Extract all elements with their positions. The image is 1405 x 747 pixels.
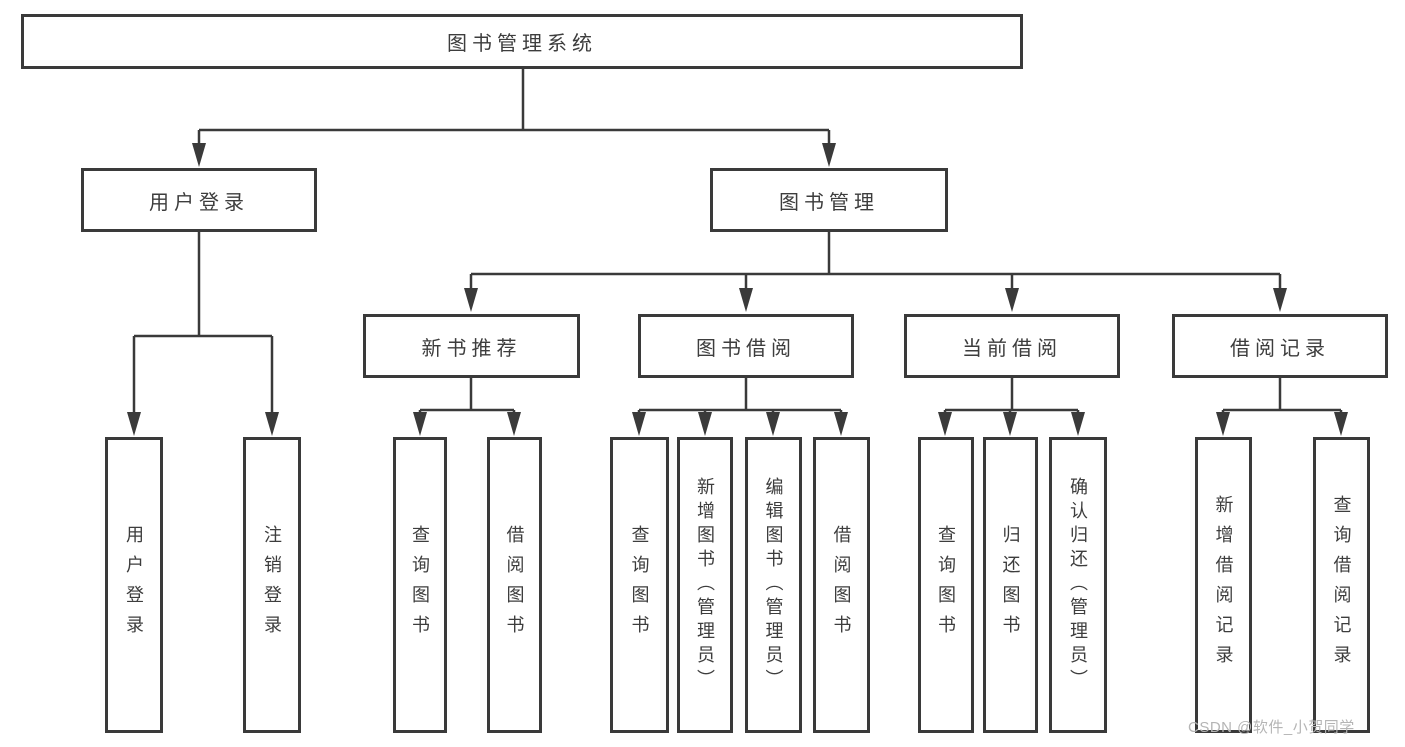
node-current-borrowing: 当前借阅: [904, 314, 1120, 378]
leaf-user-login-label: 用户登录: [124, 525, 144, 645]
leaf-borrowing-add-books-admin-label: 新增图书（管理员）: [695, 477, 715, 693]
leaf-current-query-books: 查询图书: [918, 437, 974, 733]
node-user-login: 用户登录: [81, 168, 317, 232]
leaf-records-add-record: 新增借阅记录: [1195, 437, 1252, 733]
node-library-system: 图书管理系统: [21, 14, 1023, 69]
node-user-login-label: 用户登录: [149, 191, 249, 214]
leaf-newbooks-query-books-label: 查询图书: [410, 525, 430, 645]
leaf-user-login: 用户登录: [105, 437, 163, 733]
leaf-current-confirm-return-admin: 确认归还（管理员）: [1049, 437, 1107, 733]
leaf-current-return-books: 归还图书: [983, 437, 1038, 733]
node-book-borrowing: 图书借阅: [638, 314, 854, 378]
leaf-current-query-books-label: 查询图书: [936, 525, 956, 645]
leaf-borrowing-query-books-label: 查询图书: [629, 525, 650, 645]
arrowheads: [127, 143, 1348, 436]
leaf-records-query-record: 查询借阅记录: [1313, 437, 1370, 733]
node-book-management-label: 图书管理: [779, 191, 879, 214]
node-book-management: 图书管理: [710, 168, 948, 232]
leaf-newbooks-query-books: 查询图书: [393, 437, 447, 733]
node-book-borrowing-label: 图书借阅: [696, 337, 796, 360]
leaf-logout: 注销登录: [243, 437, 301, 733]
leaf-current-return-books-label: 归还图书: [1000, 525, 1021, 645]
leaf-borrowing-query-books: 查询图书: [610, 437, 669, 733]
leaf-records-add-record-label: 新增借阅记录: [1213, 495, 1234, 675]
connector-paths: [132, 69, 1343, 420]
leaf-borrowing-edit-books-admin: 编辑图书（管理员）: [745, 437, 802, 733]
leaf-newbooks-borrow-books: 借阅图书: [487, 437, 542, 733]
node-library-system-label: 图书管理系统: [447, 33, 597, 55]
leaf-logout-label: 注销登录: [262, 525, 282, 645]
node-borrowing-records: 借阅记录: [1172, 314, 1388, 378]
node-new-book-recommendation-label: 新书推荐: [421, 337, 522, 360]
leaf-borrowing-edit-books-admin-label: 编辑图书（管理员）: [763, 477, 784, 693]
leaf-borrowing-add-books-admin: 新增图书（管理员）: [677, 437, 733, 733]
node-current-borrowing-label: 当前借阅: [962, 337, 1062, 360]
leaf-borrowing-borrow-books: 借阅图书: [813, 437, 870, 733]
leaf-borrowing-borrow-books-label: 借阅图书: [831, 525, 852, 645]
leaf-newbooks-borrow-books-label: 借阅图书: [504, 525, 525, 645]
node-borrowing-records-label: 借阅记录: [1230, 337, 1330, 360]
leaf-current-confirm-return-admin-label: 确认归还（管理员）: [1068, 477, 1088, 693]
node-new-book-recommendation: 新书推荐: [363, 314, 580, 378]
csdn-watermark: CSDN @软件_小贺同学: [1188, 719, 1355, 736]
leaf-records-query-record-label: 查询借阅记录: [1331, 495, 1352, 675]
